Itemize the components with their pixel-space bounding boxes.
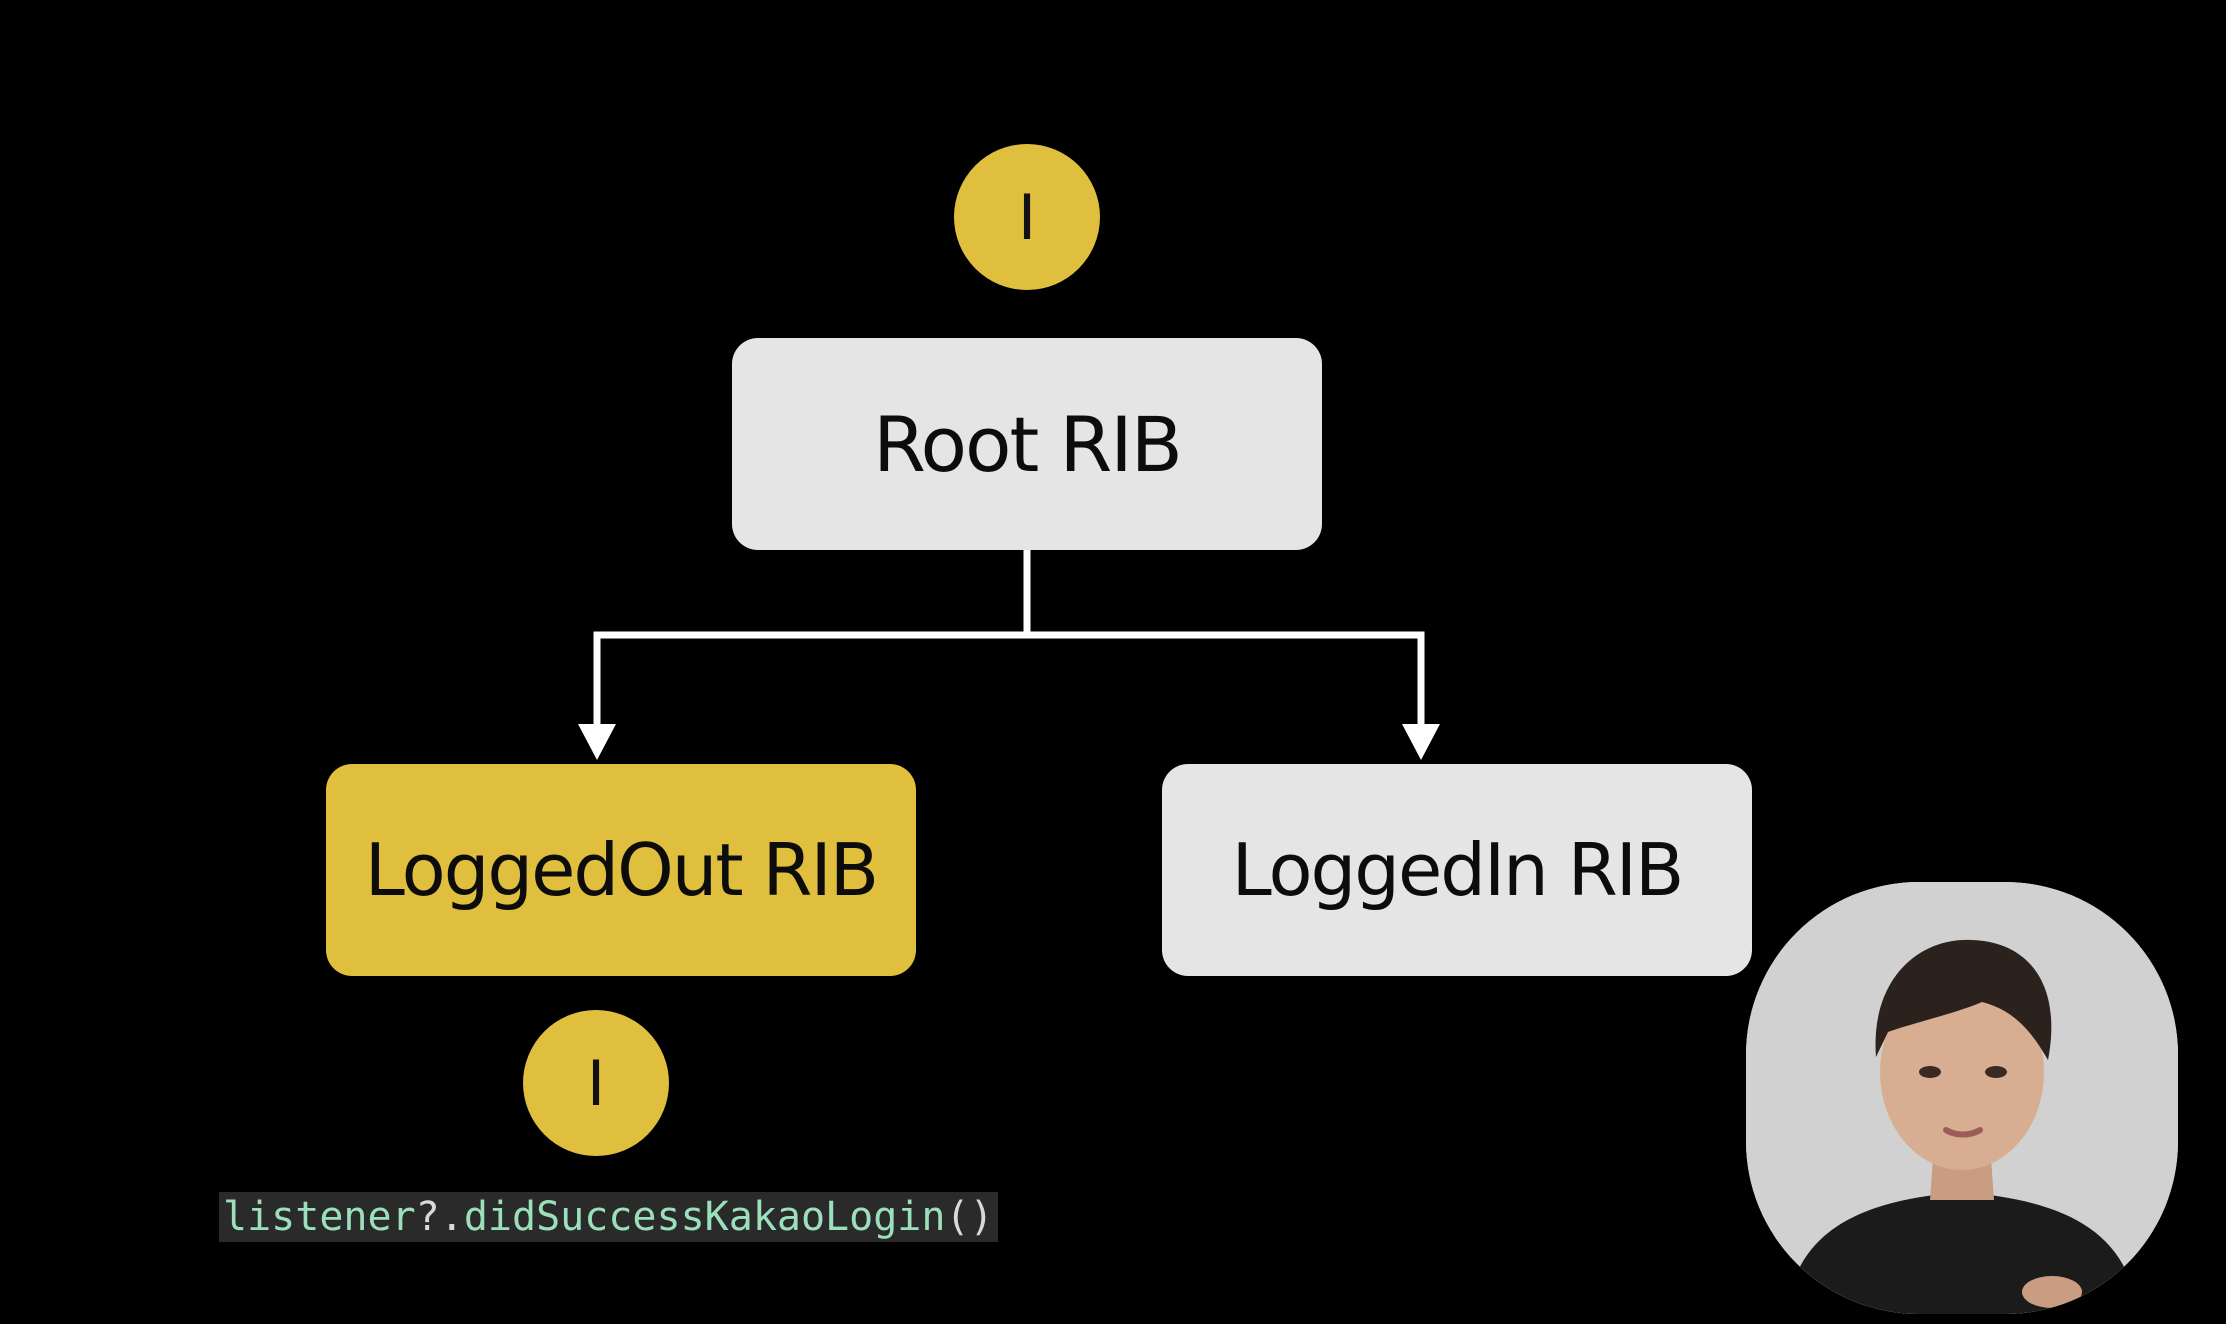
root-rib-label: Root RIB [873, 399, 1183, 489]
presenter-video-overlay [1746, 882, 2178, 1314]
loggedout-rib-node: LoggedOut RIB [326, 764, 916, 976]
code-method-name: didSuccessKakaoLogin [463, 1194, 946, 1240]
left-arrowhead [578, 724, 616, 760]
code-listener: listener [223, 1194, 416, 1240]
loggedin-rib-node: LoggedIn RIB [1162, 764, 1752, 976]
interactor-badge-loggedout: I [523, 1010, 669, 1156]
loggedout-rib-label: LoggedOut RIB [364, 828, 879, 912]
interactor-badge-label: I [586, 1046, 606, 1120]
interactor-badge-label: I [1017, 180, 1037, 254]
code-snippet: listener?.didSuccessKakaoLogin() [219, 1192, 998, 1242]
presenter-video-icon [1746, 882, 2178, 1314]
loggedin-rib-label: LoggedIn RIB [1231, 828, 1685, 912]
interactor-badge-root: I [954, 144, 1100, 290]
right-arrowhead [1402, 724, 1440, 760]
code-call-parens: () [945, 1194, 994, 1240]
root-rib-node: Root RIB [732, 338, 1322, 550]
code-optional-chain: ?. [415, 1194, 464, 1240]
